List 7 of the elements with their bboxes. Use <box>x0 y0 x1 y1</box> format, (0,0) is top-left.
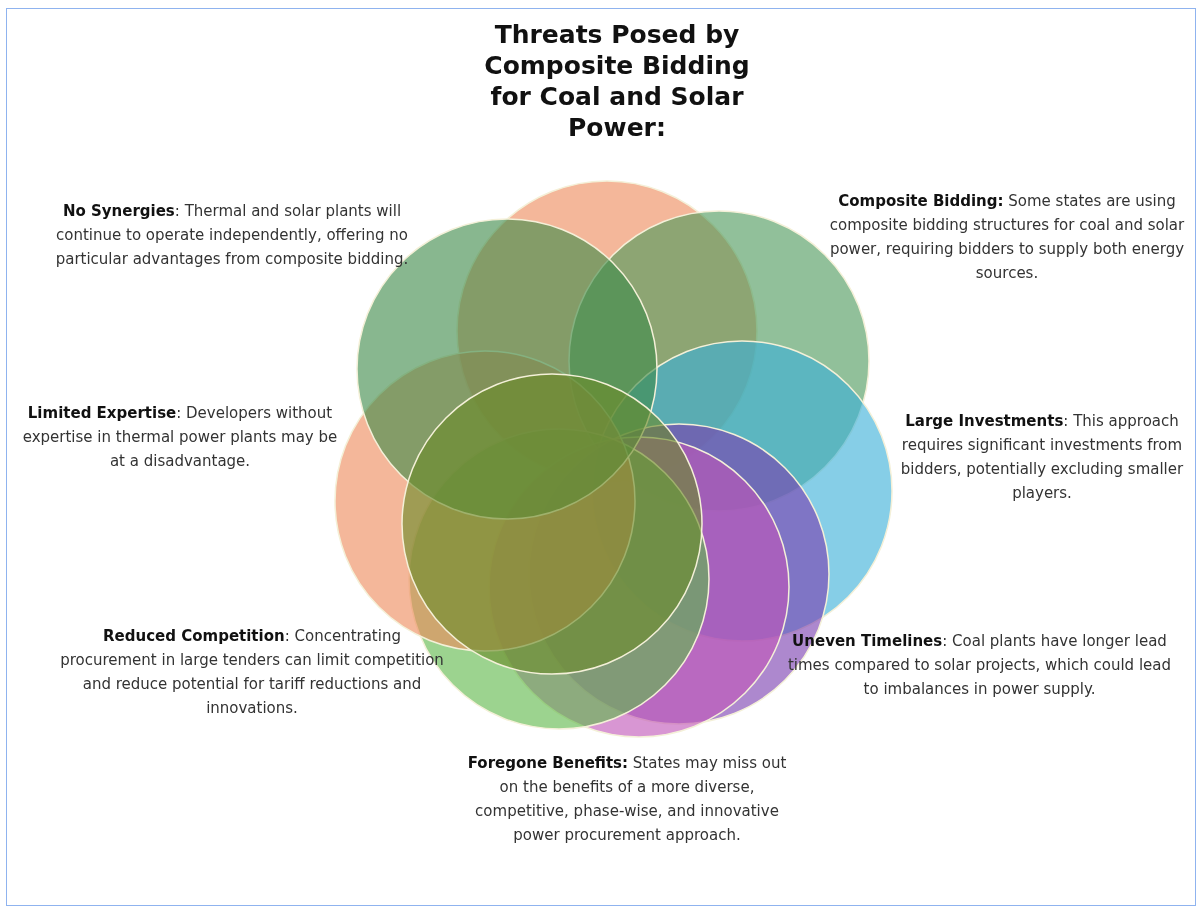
description-text: Reduced Competition: Concentrating procurement in large tenders can limit competition and reduce potential for tariff reductions and innovations. <box>59 626 445 719</box>
diagram-title: Threats Posed by Composite Bidding for Coal and Solar Power: <box>483 19 751 143</box>
description-text: Composite Bidding: Some states are using composite bidding structures for coal and solar power, requiring bidders to supply both energy sources. <box>828 191 1186 284</box>
description-text: No Synergies: Thermal and solar plants will continue to operate independently, offering no particular advantages from composite bidding. <box>54 201 410 270</box>
description-text: Limited Expertise: Developers without expertise in thermal power plants may be at a disadvantage. <box>21 403 339 472</box>
description-text: Large Investments: This approach requires significant investments from bidders, potentially excluding smaller players. <box>899 411 1185 504</box>
description-text: Foregone Benefits: States may miss out on the benefits of a more diverse, competitive, phase-wise, and innovative power procurement approach. <box>466 753 788 846</box>
